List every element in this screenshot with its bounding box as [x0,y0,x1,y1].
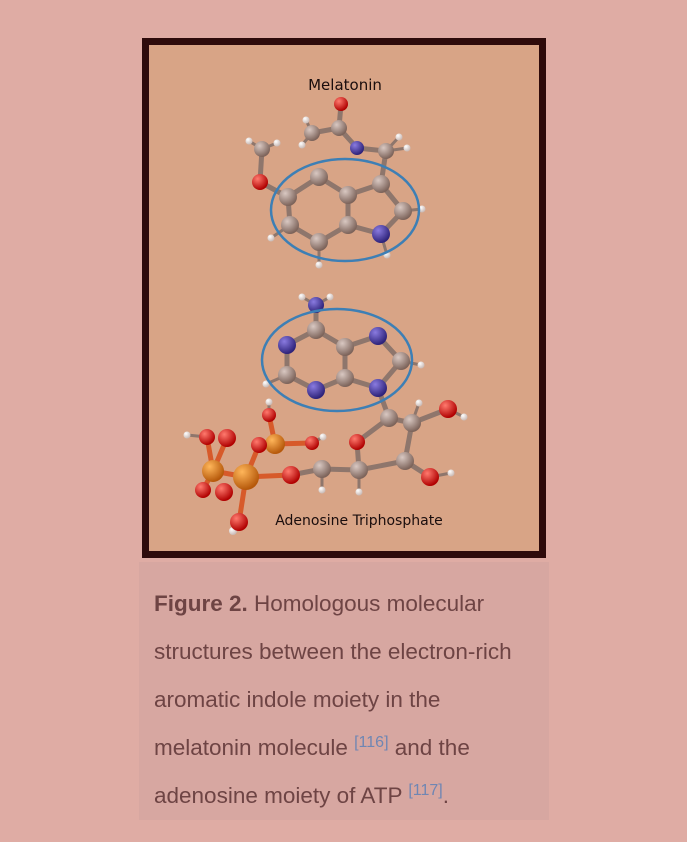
caption-period: . [442,783,449,808]
indole-ring-highlight [269,157,421,263]
caption-text-part: Homologous molecular structures between … [154,591,512,760]
caption-text-part: and the adenosine moiety of ATP [154,735,470,808]
caption-paragraph: Figure 2. Homologous molecular structure… [154,580,539,820]
atp-atoms [183,293,468,535]
reference-link-116[interactable]: [116] [354,734,389,751]
melatonin-atoms [245,97,426,269]
reference-link-117[interactable]: [117] [408,782,443,799]
adenine-ring-highlight [260,307,414,413]
molecule-illustration: Melatonin Adenosine Triphosphate [183,76,468,535]
melatonin-label: Melatonin [308,76,382,94]
figure-caption: Figure 2. Homologous molecular structure… [139,562,549,820]
atp-label: Adenosine Triphosphate [275,513,443,529]
figure-number: Figure 2. [154,591,248,616]
figure-image: Melatonin Adenosine Triphosphate [142,38,546,558]
